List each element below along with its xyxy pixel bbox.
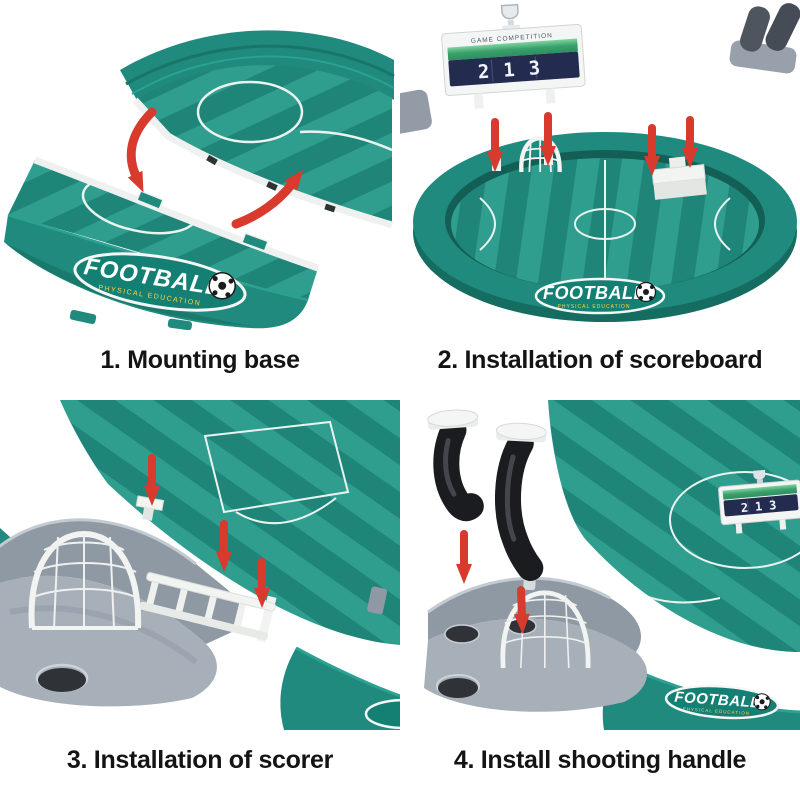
table-front-rim (280, 646, 400, 730)
mount-post (544, 152, 553, 165)
cut-edge (33, 156, 320, 272)
bracket-piece (651, 156, 707, 200)
step3-illustration (0, 400, 400, 730)
cup-hole (35, 663, 89, 693)
brand-subtitle-text: PHYSICAL EDUCATION (557, 304, 630, 310)
step4-illustration: 213 FOOTBALL PHYSICAL EDUCATION (424, 400, 800, 730)
field (548, 400, 800, 652)
score-digits: 213 (740, 497, 784, 515)
red-arrows (456, 530, 530, 634)
step-4-panel: 213 FOOTBALL PHYSICAL EDUCATION (400, 400, 800, 800)
step-4-photo: 213 FOOTBALL PHYSICAL EDUCATION (400, 400, 800, 730)
brand-text: FOOTBALL (543, 283, 645, 303)
gray-handle-piece-right (729, 3, 800, 74)
step-3-caption: 3. Installation of scorer (66, 745, 334, 774)
cup-hole (436, 674, 480, 698)
red-arrows (144, 454, 270, 608)
table-front-rim: FOOTBALL PHYSICAL EDUCATION (602, 660, 800, 730)
brand-text: FOOTBALL (674, 689, 761, 712)
brand-badge: FOOTBALL PHYSICAL EDUCATION (664, 684, 780, 720)
soccer-ball-icon (635, 281, 657, 303)
scoreboard: GAME COMPETITION 213 (441, 3, 586, 109)
field-half-upper (120, 30, 395, 229)
field-half-lower: FOOTBALL PHYSICAL EDUCATION (4, 156, 320, 330)
soccer-ball-icon (208, 272, 236, 300)
arrow-down-left-icon (126, 107, 157, 193)
step-4-caption: 4. Install shooting handle (453, 745, 747, 774)
shooting-handle-left (427, 409, 484, 522)
field-markings (196, 80, 392, 152)
arrow-down-icon (513, 586, 530, 634)
score-display (448, 51, 580, 87)
scoreboard-small: 213 (718, 469, 800, 534)
step-2-panel: GAME COMPETITION 213 FOOTBALL PHYSICAL E… (400, 0, 800, 400)
brand-badge: FOOTBALL PHYSICAL EDUCATION (73, 252, 247, 312)
stadium-strip (447, 38, 578, 61)
step-1-photo: FOOTBALL PHYSICAL EDUCATION (0, 0, 400, 330)
red-arrows (126, 107, 304, 229)
score-display (723, 494, 799, 517)
step-3-panel: 3. Installation of scorer (0, 400, 400, 800)
step-1-panel: FOOTBALL PHYSICAL EDUCATION 1. Mounting … (0, 0, 400, 400)
step-2-photo: GAME COMPETITION 213 FOOTBALL PHYSICAL E… (400, 0, 800, 330)
shooting-handle-right (495, 422, 547, 591)
brand-badge: FOOTBALL PHYSICAL EDUCATION (534, 277, 666, 315)
score-digits: 213 (477, 56, 555, 83)
goal-cage (28, 530, 142, 630)
gray-handle-piece-left (400, 89, 432, 135)
step-3-photo (0, 400, 400, 730)
field-markings (203, 420, 350, 525)
field (60, 400, 400, 645)
trophy-icon (500, 3, 521, 31)
mount-post (492, 158, 501, 171)
step2-illustration: GAME COMPETITION 213 FOOTBALL PHYSICAL E… (400, 3, 800, 322)
arrow-up-right-icon (231, 169, 304, 229)
fence-piece (139, 572, 277, 643)
step1-illustration: FOOTBALL PHYSICAL EDUCATION (4, 30, 395, 330)
handle-socket-hole (444, 624, 480, 644)
red-arrows (487, 112, 698, 176)
trophy-icon (752, 469, 766, 480)
step-2-caption: 2. Installation of scoreboard (437, 345, 763, 374)
connector-tab (136, 189, 269, 252)
brand-subtitle-text: PHYSICAL EDUCATION (682, 706, 750, 716)
field-markings (479, 160, 731, 288)
soccer-ball-icon (753, 693, 771, 711)
step-1-caption: 1. Mounting base (100, 345, 300, 374)
gray-base (424, 576, 648, 712)
gray-clip (367, 586, 388, 615)
